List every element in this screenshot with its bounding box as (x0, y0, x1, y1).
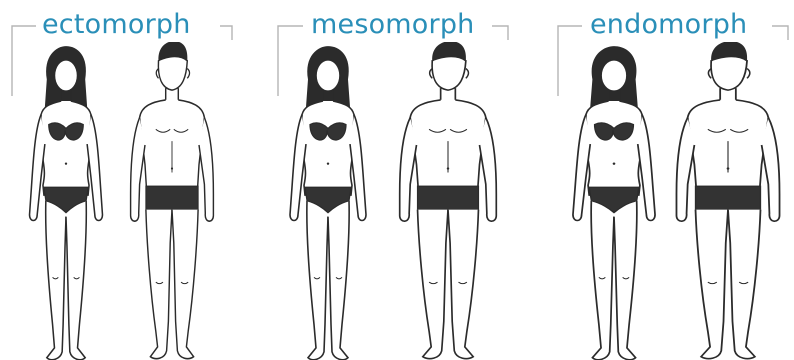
mesomorph-female-figure (290, 46, 366, 360)
label-endomorph: endomorph (584, 8, 753, 42)
mesomorph-male-figure (400, 41, 497, 359)
label-ectomorph: ectomorph (36, 8, 197, 42)
endomorph-female-figure (573, 46, 655, 360)
ectomorph-male-figure (131, 41, 214, 359)
endomorph-male-figure (676, 41, 779, 359)
label-mesomorph: mesomorph (305, 8, 480, 42)
ectomorph-female-figure (30, 46, 103, 360)
